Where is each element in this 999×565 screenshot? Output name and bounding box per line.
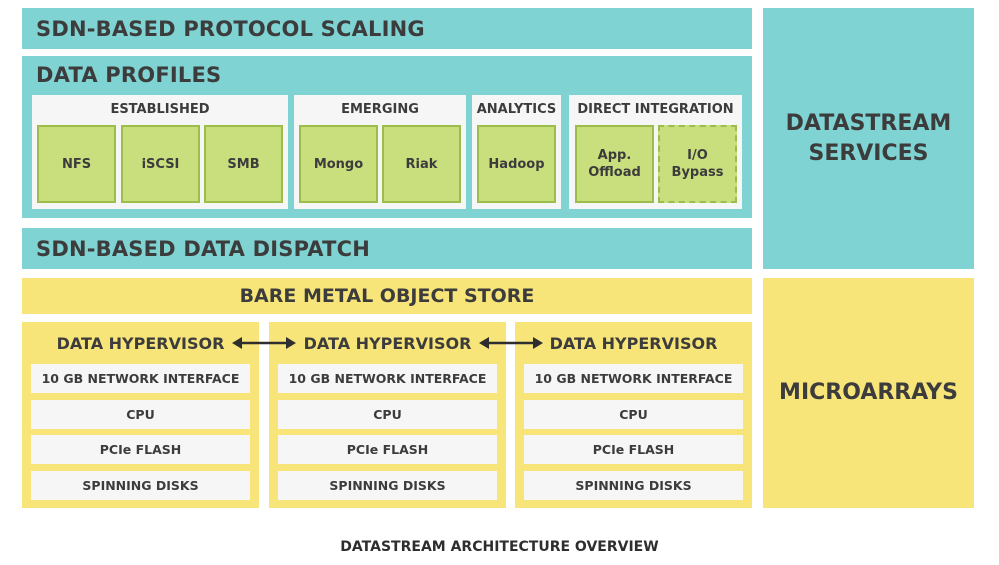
data-dispatch-band: SDN-BASED DATA DISPATCH bbox=[22, 228, 752, 269]
datastream-services-label: DATASTREAM SERVICES bbox=[785, 110, 952, 166]
data-profiles-title: DATA PROFILES bbox=[36, 63, 222, 87]
diagram-caption: DATASTREAM ARCHITECTURE OVERVIEW bbox=[0, 536, 999, 558]
emerging-label: EMERGING bbox=[341, 101, 419, 117]
profile-riak: Riak bbox=[382, 125, 461, 203]
hypervisor-title: DATA HYPERVISOR bbox=[303, 333, 472, 353]
profile-smb: SMB bbox=[204, 125, 283, 203]
analytics-group: ANALYTICS Hadoop bbox=[472, 95, 561, 209]
network-interface-row: 10 GB NETWORK INTERFACE bbox=[278, 364, 497, 393]
profile-io-bypass: I/O Bypass bbox=[658, 125, 737, 203]
pcie-flash-row: PCIe FLASH bbox=[524, 435, 743, 464]
protocol-scaling-label: SDN-BASED PROTOCOL SCALING bbox=[36, 16, 425, 41]
hypervisor-title: DATA HYPERVISOR bbox=[549, 333, 718, 353]
double-arrow-icon bbox=[232, 337, 296, 349]
object-store-band: BARE METAL OBJECT STORE bbox=[22, 278, 752, 314]
network-interface-row: 10 GB NETWORK INTERFACE bbox=[524, 364, 743, 393]
cpu-row: CPU bbox=[31, 400, 250, 429]
datastream-services-block: DATASTREAM SERVICES bbox=[763, 8, 974, 269]
hypervisor-3: DATA HYPERVISOR 10 GB NETWORK INTERFACE … bbox=[515, 322, 752, 508]
direct-integration-group: DIRECT INTEGRATION App. Offload I/O Bypa… bbox=[569, 95, 742, 209]
established-group: ESTABLISHED NFS iSCSI SMB bbox=[32, 95, 288, 209]
profile-hadoop: Hadoop bbox=[477, 125, 556, 203]
spinning-disks-row: SPINNING DISKS bbox=[278, 471, 497, 500]
spinning-disks-row: SPINNING DISKS bbox=[31, 471, 250, 500]
profile-mongo: Mongo bbox=[299, 125, 378, 203]
microarrays-label: MICROARRAYS bbox=[779, 380, 958, 405]
object-store-label: BARE METAL OBJECT STORE bbox=[239, 285, 535, 307]
profile-nfs: NFS bbox=[37, 125, 116, 203]
pcie-flash-row: PCIe FLASH bbox=[31, 435, 250, 464]
pcie-flash-row: PCIe FLASH bbox=[278, 435, 497, 464]
profile-app-offload: App. Offload bbox=[575, 125, 654, 203]
cpu-row: CPU bbox=[524, 400, 743, 429]
microarrays-block: MICROARRAYS bbox=[763, 278, 974, 508]
analytics-label: ANALYTICS bbox=[476, 101, 557, 117]
double-arrow-icon bbox=[479, 337, 543, 349]
hypervisor-2: DATA HYPERVISOR 10 GB NETWORK INTERFACE … bbox=[269, 322, 506, 508]
data-dispatch-label: SDN-BASED DATA DISPATCH bbox=[36, 236, 370, 261]
caption-text: DATASTREAM ARCHITECTURE OVERVIEW bbox=[340, 539, 659, 555]
hypervisor-title: DATA HYPERVISOR bbox=[56, 333, 225, 353]
cpu-row: CPU bbox=[278, 400, 497, 429]
protocol-scaling-band: SDN-BASED PROTOCOL SCALING bbox=[22, 8, 752, 49]
network-interface-row: 10 GB NETWORK INTERFACE bbox=[31, 364, 250, 393]
profile-iscsi: iSCSI bbox=[121, 125, 200, 203]
established-label: ESTABLISHED bbox=[110, 101, 210, 117]
direct-integration-label: DIRECT INTEGRATION bbox=[577, 101, 734, 117]
emerging-group: EMERGING Mongo Riak bbox=[294, 95, 466, 209]
hypervisor-1: DATA HYPERVISOR 10 GB NETWORK INTERFACE … bbox=[22, 322, 259, 508]
data-profiles-panel: DATA PROFILES ESTABLISHED NFS iSCSI SMB … bbox=[22, 56, 752, 218]
spinning-disks-row: SPINNING DISKS bbox=[524, 471, 743, 500]
